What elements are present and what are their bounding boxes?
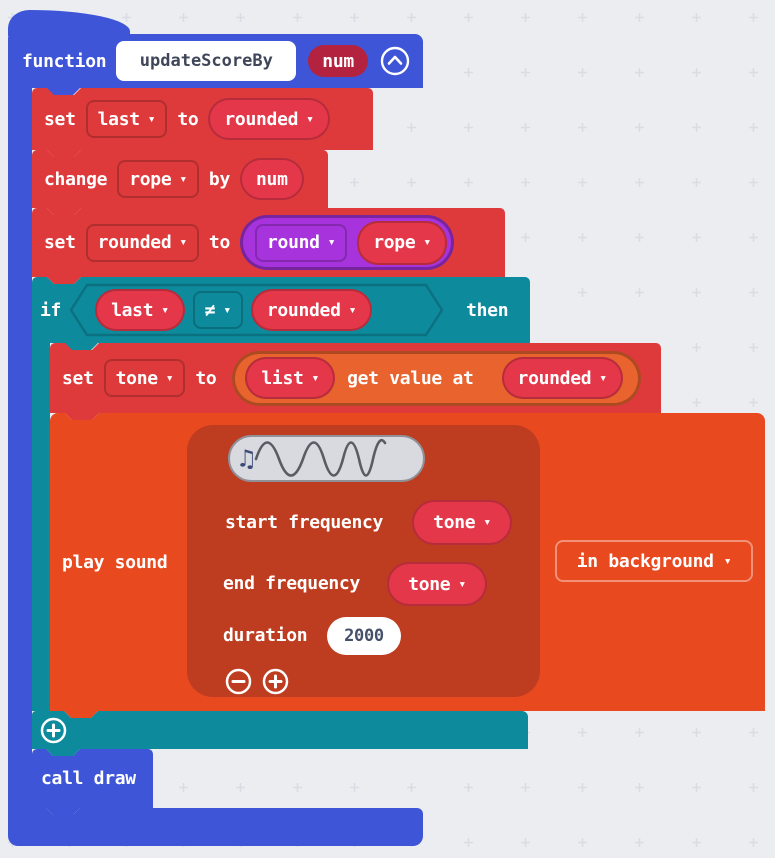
chevron-down-icon: ▾ [311, 370, 320, 386]
play-mode-dropdown[interactable]: in background ▾ [555, 540, 753, 582]
by-keyword: by [208, 168, 230, 190]
variable-reporter-label: rounded [224, 108, 299, 130]
chevron-down-icon: ▾ [147, 111, 156, 127]
duration-input[interactable]: 2000 [327, 617, 401, 655]
variable-dropdown-label: tone [115, 367, 158, 389]
variable-reporter-rounded[interactable]: rounded ▾ [208, 98, 329, 140]
set-rounded-block[interactable]: set rounded ▾ to round ▾ rope ▾ [32, 208, 505, 284]
end-frequency-label: end frequency [223, 573, 360, 594]
variable-reporter-rounded[interactable]: rounded ▾ [502, 357, 623, 399]
variable-reporter-label: list [261, 367, 304, 389]
math-op-label: round [267, 232, 320, 253]
function-left-spine [8, 87, 32, 808]
chevron-down-icon: ▾ [458, 576, 466, 592]
waveform-icon [254, 437, 404, 480]
param-reporter-label: num [256, 168, 288, 190]
function-definition-block[interactable]: function num [8, 34, 423, 88]
variable-reporter-list[interactable]: list ▾ [245, 357, 335, 399]
chevron-down-icon: ▾ [599, 370, 607, 386]
math-round-block[interactable]: round ▾ rope ▾ [240, 215, 454, 270]
to-keyword: to [208, 232, 230, 253]
function-name-input[interactable] [116, 41, 297, 81]
variable-reporter-last[interactable]: last ▾ [95, 289, 185, 331]
if-keyword: if [40, 299, 62, 321]
chevron-down-icon: ▾ [327, 235, 336, 250]
chevron-up-icon [380, 46, 410, 76]
plus-circle-icon [40, 717, 67, 744]
comparison-op-dropdown[interactable]: ≠ ▾ [193, 291, 243, 329]
play-sound-label: play sound [62, 552, 168, 573]
function-keyword: function [22, 50, 107, 72]
chevron-down-icon: ▾ [223, 302, 231, 318]
chevron-down-icon: ▾ [179, 171, 187, 187]
to-keyword: to [195, 367, 217, 389]
get-value-at-label: get value at [347, 367, 474, 389]
function-connector-tab [46, 88, 80, 95]
variable-reporter-label: tone [408, 573, 451, 595]
then-keyword: then [466, 299, 509, 321]
change-rope-block[interactable]: change rope ▾ by num [32, 150, 328, 215]
variable-dropdown-rope[interactable]: rope ▾ [117, 160, 199, 198]
variable-dropdown-label: last [97, 108, 140, 130]
sound-waveform-preview: ♫ [228, 435, 425, 482]
variable-dropdown-label: rounded [97, 232, 172, 253]
set-tone-block[interactable]: set tone ▾ to list ▾ get value at rounde… [50, 343, 661, 420]
to-keyword: to [177, 108, 199, 130]
start-frequency-label: start frequency [225, 512, 384, 533]
remove-row-button[interactable] [225, 668, 252, 695]
call-draw-block[interactable]: call draw [32, 749, 153, 815]
function-param-pill[interactable]: num [308, 45, 368, 77]
add-else-button[interactable] [40, 717, 67, 744]
set-last-block[interactable]: set last ▾ to rounded ▾ [32, 88, 373, 157]
variable-reporter-label: rounded [517, 367, 592, 389]
end-frequency-dropdown[interactable]: tone ▾ [387, 562, 487, 606]
variable-reporter-label: rope [373, 232, 416, 253]
music-note-icon: ♫ [239, 444, 254, 473]
change-keyword: change [44, 168, 108, 190]
plus-circle-icon [262, 668, 289, 695]
variable-reporter-label: rounded [266, 299, 341, 321]
comparison-op-label: ≠ [204, 299, 216, 321]
math-op-dropdown[interactable]: round ▾ [255, 224, 347, 262]
minus-circle-icon [225, 668, 252, 695]
variable-reporter-rope[interactable]: rope ▾ [357, 221, 447, 265]
set-keyword: set [44, 232, 76, 253]
duration-label: duration [223, 625, 308, 646]
collapse-button[interactable] [380, 46, 410, 76]
chevron-down-icon: ▾ [306, 111, 314, 127]
set-keyword: set [44, 108, 76, 130]
add-row-button[interactable] [262, 668, 289, 695]
if-block-header[interactable]: if last ▾ ≠ ▾ rounded ▾ then [32, 277, 530, 350]
chevron-down-icon: ▾ [723, 553, 732, 569]
set-keyword: set [62, 367, 94, 389]
boolean-hexagon [69, 283, 444, 337]
function-footer [8, 808, 423, 846]
if-block-bottom[interactable] [32, 711, 528, 756]
param-reporter-num[interactable]: num [240, 158, 304, 200]
comparison-expression[interactable]: last ▾ ≠ ▾ rounded ▾ [69, 283, 444, 337]
chevron-down-icon: ▾ [161, 302, 169, 318]
chevron-down-icon: ▾ [423, 235, 431, 250]
chevron-down-icon: ▾ [179, 235, 187, 250]
chevron-down-icon: ▾ [165, 370, 174, 386]
sound-expression-panel: ♫ start frequency tone ▾ end frequency t… [187, 425, 540, 697]
play-mode-label: in background [576, 550, 714, 572]
variable-reporter-label: tone [433, 512, 476, 533]
variable-dropdown-last[interactable]: last ▾ [86, 100, 168, 138]
call-draw-label: call draw [41, 768, 136, 789]
variable-dropdown-rounded[interactable]: rounded ▾ [86, 224, 199, 262]
start-frequency-dropdown[interactable]: tone ▾ [412, 500, 512, 545]
play-sound-block[interactable]: play sound ♫ start frequency tone ▾ end … [50, 413, 765, 718]
chevron-down-icon: ▾ [483, 515, 491, 530]
variable-dropdown-tone[interactable]: tone ▾ [104, 359, 186, 397]
chevron-down-icon: ▾ [348, 302, 357, 318]
variable-dropdown-label: rope [129, 168, 172, 190]
variable-reporter-rounded[interactable]: rounded ▾ [251, 289, 372, 331]
variable-reporter-label: last [111, 299, 154, 321]
array-get-value-block[interactable]: list ▾ get value at rounded ▾ [232, 351, 641, 406]
if-left-spine [32, 343, 50, 711]
